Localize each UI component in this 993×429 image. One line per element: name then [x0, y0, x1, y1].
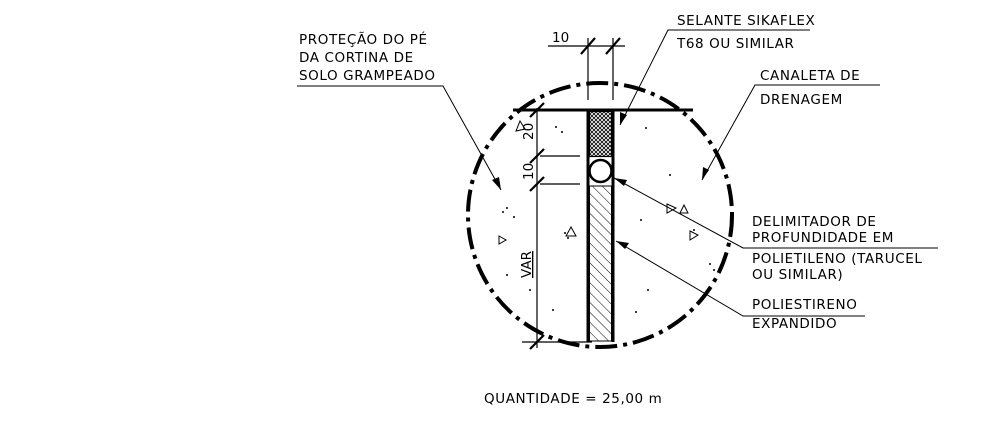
dimension-backer-depth: 10 [521, 163, 537, 180]
dimension-variable: VAR [519, 251, 535, 278]
label-selante: SELANTE SIKAFLEX T68 OU SIMILAR [676, 13, 815, 52]
arrow-poliestireno [616, 241, 629, 249]
backer-rod [588, 158, 613, 184]
leader-protecao [297, 85, 502, 191]
concrete-aggregate [498, 119, 700, 245]
label-canaleta-line2: DRENAGEM [760, 92, 843, 108]
eps-fill [589, 185, 612, 342]
leader-poliestireno [615, 240, 865, 317]
label-delimitador-line4: OU SIMILAR) [752, 267, 843, 283]
leader-selante [619, 29, 810, 126]
dimension-seal-depth: 20 [521, 123, 537, 140]
leader-arrowheads [492, 112, 709, 249]
label-selante-line1: SELANTE SIKAFLEX [677, 13, 815, 29]
arrow-selante [620, 112, 627, 125]
arrow-canaleta [702, 167, 709, 180]
quantity-text: QUANTIDADE = 25,00 m [484, 391, 662, 407]
label-protecao-line1: PROTEÇÃO DO PÉ [299, 31, 428, 48]
leader-canaleta [701, 84, 880, 181]
label-delimitador-line1: DELIMITADOR DE [752, 214, 877, 230]
label-poliestireno-line2: EXPANDIDO [752, 316, 837, 332]
sealant-fill [588, 110, 613, 158]
label-selante-line2: T68 OU SIMILAR [676, 36, 795, 52]
label-protecao-line3: SOLO GRAMPEADO [299, 68, 436, 84]
arrow-delimitador [614, 178, 627, 186]
label-canaleta: CANALETA DE DRENAGEM [760, 68, 860, 108]
label-delimitador: DELIMITADOR DE PROFUNDIDADE EM POLIETILE… [752, 214, 923, 283]
arrow-protecao [492, 177, 501, 190]
leader-lines [297, 29, 938, 317]
concrete-dots [502, 126, 715, 313]
label-delimitador-line2: PROFUNDIDADE EM [752, 230, 894, 246]
label-canaleta-line1: CANALETA DE [760, 68, 860, 84]
label-poliestireno: POLIESTIRENO EXPANDIDO [752, 297, 857, 332]
dimension-vertical [522, 102, 592, 350]
dimension-top-label: 10 [552, 30, 569, 46]
label-protecao-line2: DA CORTINA DE [299, 50, 414, 66]
label-poliestireno-line1: POLIESTIRENO [752, 297, 857, 313]
label-protecao: PROTEÇÃO DO PÉ DA CORTINA DE SOLO GRAMPE… [299, 31, 436, 84]
dimension-top [548, 37, 625, 100]
leader-delimitador [613, 177, 938, 249]
label-delimitador-line3: POLIETILENO (TARUCEL [752, 251, 923, 267]
detail-circle [466, 81, 734, 349]
